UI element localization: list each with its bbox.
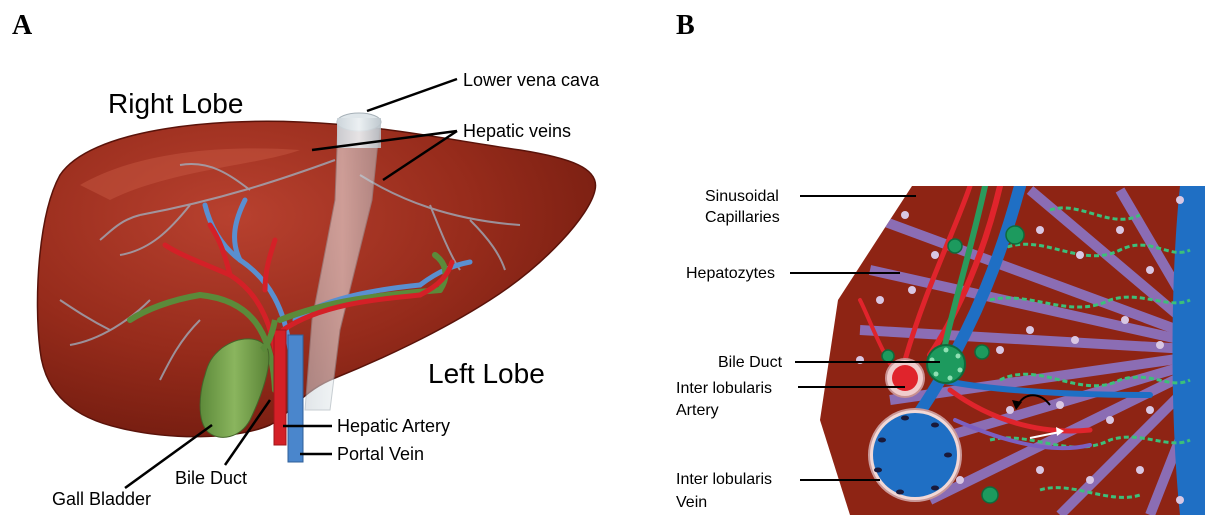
interlobular-vein [869, 409, 961, 501]
hepatic-artery-trunk [274, 330, 286, 445]
right-lobe-label: Right Lobe [108, 88, 243, 119]
lower-vena-cava-label: Lower vena cava [463, 70, 600, 90]
flow-arrowhead-curved [1012, 400, 1022, 410]
hepatic-artery-label: Hepatic Artery [337, 416, 450, 436]
bile-duct-label-b: Bile Duct [718, 354, 783, 371]
bile-duct-label-a: Bile Duct [175, 468, 247, 488]
sinusoidal-label-line2: Capillaries [705, 209, 780, 226]
liver-anatomy-diagram: Right Lobe Left Lobe Lower vena cava Hep… [0, 0, 640, 515]
hepatozytes-label: Hepatozytes [686, 265, 775, 282]
bile-ductules [882, 226, 1024, 503]
flow-arrow-straight [1030, 432, 1060, 438]
vein-label-line2: Vein [676, 494, 707, 511]
leader-lines-b [790, 196, 940, 480]
interlobular-artery-lumen [892, 365, 918, 391]
panel-b-letter: B [676, 10, 695, 42]
gall-bladder-label: Gall Bladder [52, 489, 151, 509]
portal-vein-trunk [288, 335, 303, 462]
hepatic-veins-label: Hepatic veins [463, 121, 571, 141]
flow-arrow-curved [1018, 395, 1050, 405]
bile-duct-cross-section [927, 345, 965, 383]
hepatocyte-nuclei [856, 196, 1184, 504]
artery-label-line1: Inter lobularis [676, 380, 772, 397]
interlobular-artery [886, 359, 924, 397]
left-lobe-label: Left Lobe [428, 358, 545, 389]
sinusoidal-label-line1: Sinusoidal [705, 188, 779, 205]
artery-label-line2: Artery [676, 402, 719, 419]
bile-duct-cells [930, 348, 963, 381]
sinusoid-cords [860, 190, 1205, 515]
lobule-tissue [820, 186, 1205, 515]
bile-canaliculi [990, 208, 1190, 497]
interlobular-vein-lumen [873, 413, 957, 497]
portal-vessels [860, 186, 1150, 448]
flow-arrowhead-straight [1056, 427, 1064, 436]
vein-label-line1: Inter lobularis [676, 471, 772, 488]
central-vein [1173, 186, 1205, 515]
portal-vein-label: Portal Vein [337, 444, 424, 464]
vein-wall-nuclei [874, 416, 952, 495]
